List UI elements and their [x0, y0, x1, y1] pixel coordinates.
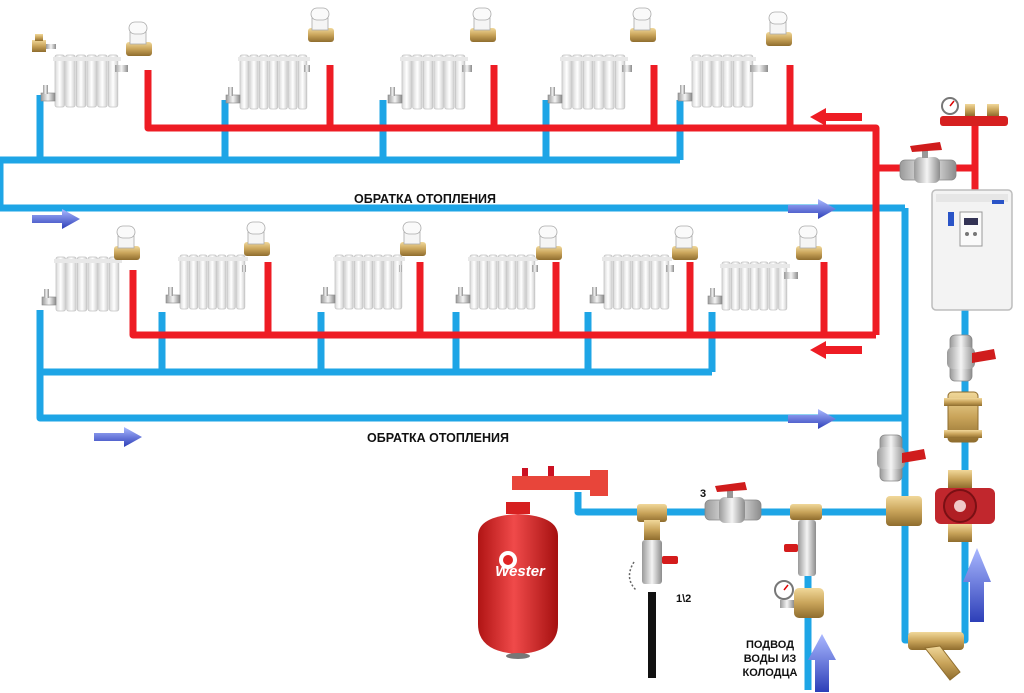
lower-supply-pipe	[129, 270, 876, 339]
pipe-size-drain-label: 1\2	[676, 593, 691, 605]
red-flow-arrow-upper	[810, 108, 862, 126]
thermostatic-head-icon	[532, 225, 562, 272]
return-valve-icon	[225, 87, 241, 104]
return-valve-icon	[547, 87, 563, 104]
radiator-icon	[547, 7, 656, 110]
supply-pipes	[129, 65, 979, 339]
tank-brand: Wester	[495, 563, 546, 580]
ball-valve-icon	[947, 334, 996, 382]
return-valve-icon	[707, 288, 723, 305]
safety-valve-icon	[965, 104, 975, 116]
electric-boiler-icon	[931, 189, 1013, 311]
pipe-size-main-label: 3	[700, 488, 706, 500]
thermostatic-head-icon	[304, 7, 334, 72]
return-valve-icon	[40, 85, 56, 102]
thermostatic-head-icon	[622, 7, 656, 72]
thermostatic-head-icon	[750, 11, 792, 72]
tank-bracket	[512, 466, 608, 496]
blue-flow-arrow	[788, 409, 836, 429]
return-valve-icon	[41, 289, 57, 306]
strainer-filter-icon	[908, 632, 964, 681]
lower-return-pipe	[36, 368, 905, 422]
radiator-icon	[707, 225, 822, 311]
radiator-icon	[589, 225, 698, 310]
thermostatic-head-icon	[115, 21, 152, 72]
thermostatic-head-icon	[242, 221, 270, 272]
thermostatic-head-icon	[666, 225, 698, 272]
thermostatic-head-icon	[114, 225, 140, 260]
air-vent-icon	[32, 34, 56, 52]
ball-valve-icon	[899, 142, 957, 183]
radiators	[40, 7, 822, 312]
blue-flow-arrow	[94, 427, 142, 447]
ball-valve-icon	[877, 434, 926, 482]
blue-flow-arrow	[32, 209, 80, 229]
safety-group	[940, 97, 1008, 126]
red-flow-arrow-lower	[810, 341, 862, 359]
radiator-icon	[677, 11, 792, 108]
return-valve-icon	[677, 85, 693, 102]
flow-arrows	[32, 108, 991, 692]
drain-valve-icon	[628, 504, 678, 591]
return-valve-icon	[387, 87, 403, 104]
supply-label-line3: КОЛОДЦА	[743, 667, 798, 679]
supply-label-line1: ПОДВОД	[746, 639, 794, 651]
ball-valve-icon	[704, 482, 762, 523]
radiator-icon	[40, 21, 152, 108]
return-valve-icon	[165, 287, 181, 304]
radiator-icon	[41, 225, 140, 312]
valves	[704, 142, 996, 523]
blue-flow-arrow	[788, 199, 836, 219]
air-vent-icon	[987, 104, 999, 116]
thermostatic-head-icon	[784, 225, 822, 279]
radiator-icon	[225, 7, 334, 110]
blue-flow-arrow-up	[808, 634, 836, 692]
tee-fitting-icon	[886, 496, 922, 526]
upper-return-pipe	[0, 156, 905, 212]
return-label-upper: ОБРАТКА ОТОПЛЕНИЯ	[354, 192, 496, 206]
radiator-icon	[455, 225, 562, 310]
blue-flow-arrow-up	[963, 548, 991, 622]
upper-supply-pipe	[144, 70, 880, 335]
radiator-icon	[165, 221, 270, 310]
check-valve-icon	[944, 391, 982, 443]
circulation-pump-icon	[935, 470, 995, 542]
thermostatic-head-icon	[462, 7, 496, 72]
return-valve-icon	[320, 287, 336, 304]
return-valve-icon	[589, 287, 605, 304]
pressure-reducer-icon	[774, 504, 824, 618]
supply-label-line2: ВОДЫ ИЗ	[744, 653, 797, 665]
thermostatic-head-icon	[399, 221, 426, 272]
return-label-lower: ОБРАТКА ОТОПЛЕНИЯ	[367, 431, 509, 445]
expansion-tank-icon: Wester	[478, 502, 558, 659]
radiator-icon	[320, 221, 426, 310]
return-valve-icon	[455, 287, 471, 304]
drain-label: СЛИВ	[653, 628, 664, 656]
radiator-icon	[387, 7, 496, 110]
